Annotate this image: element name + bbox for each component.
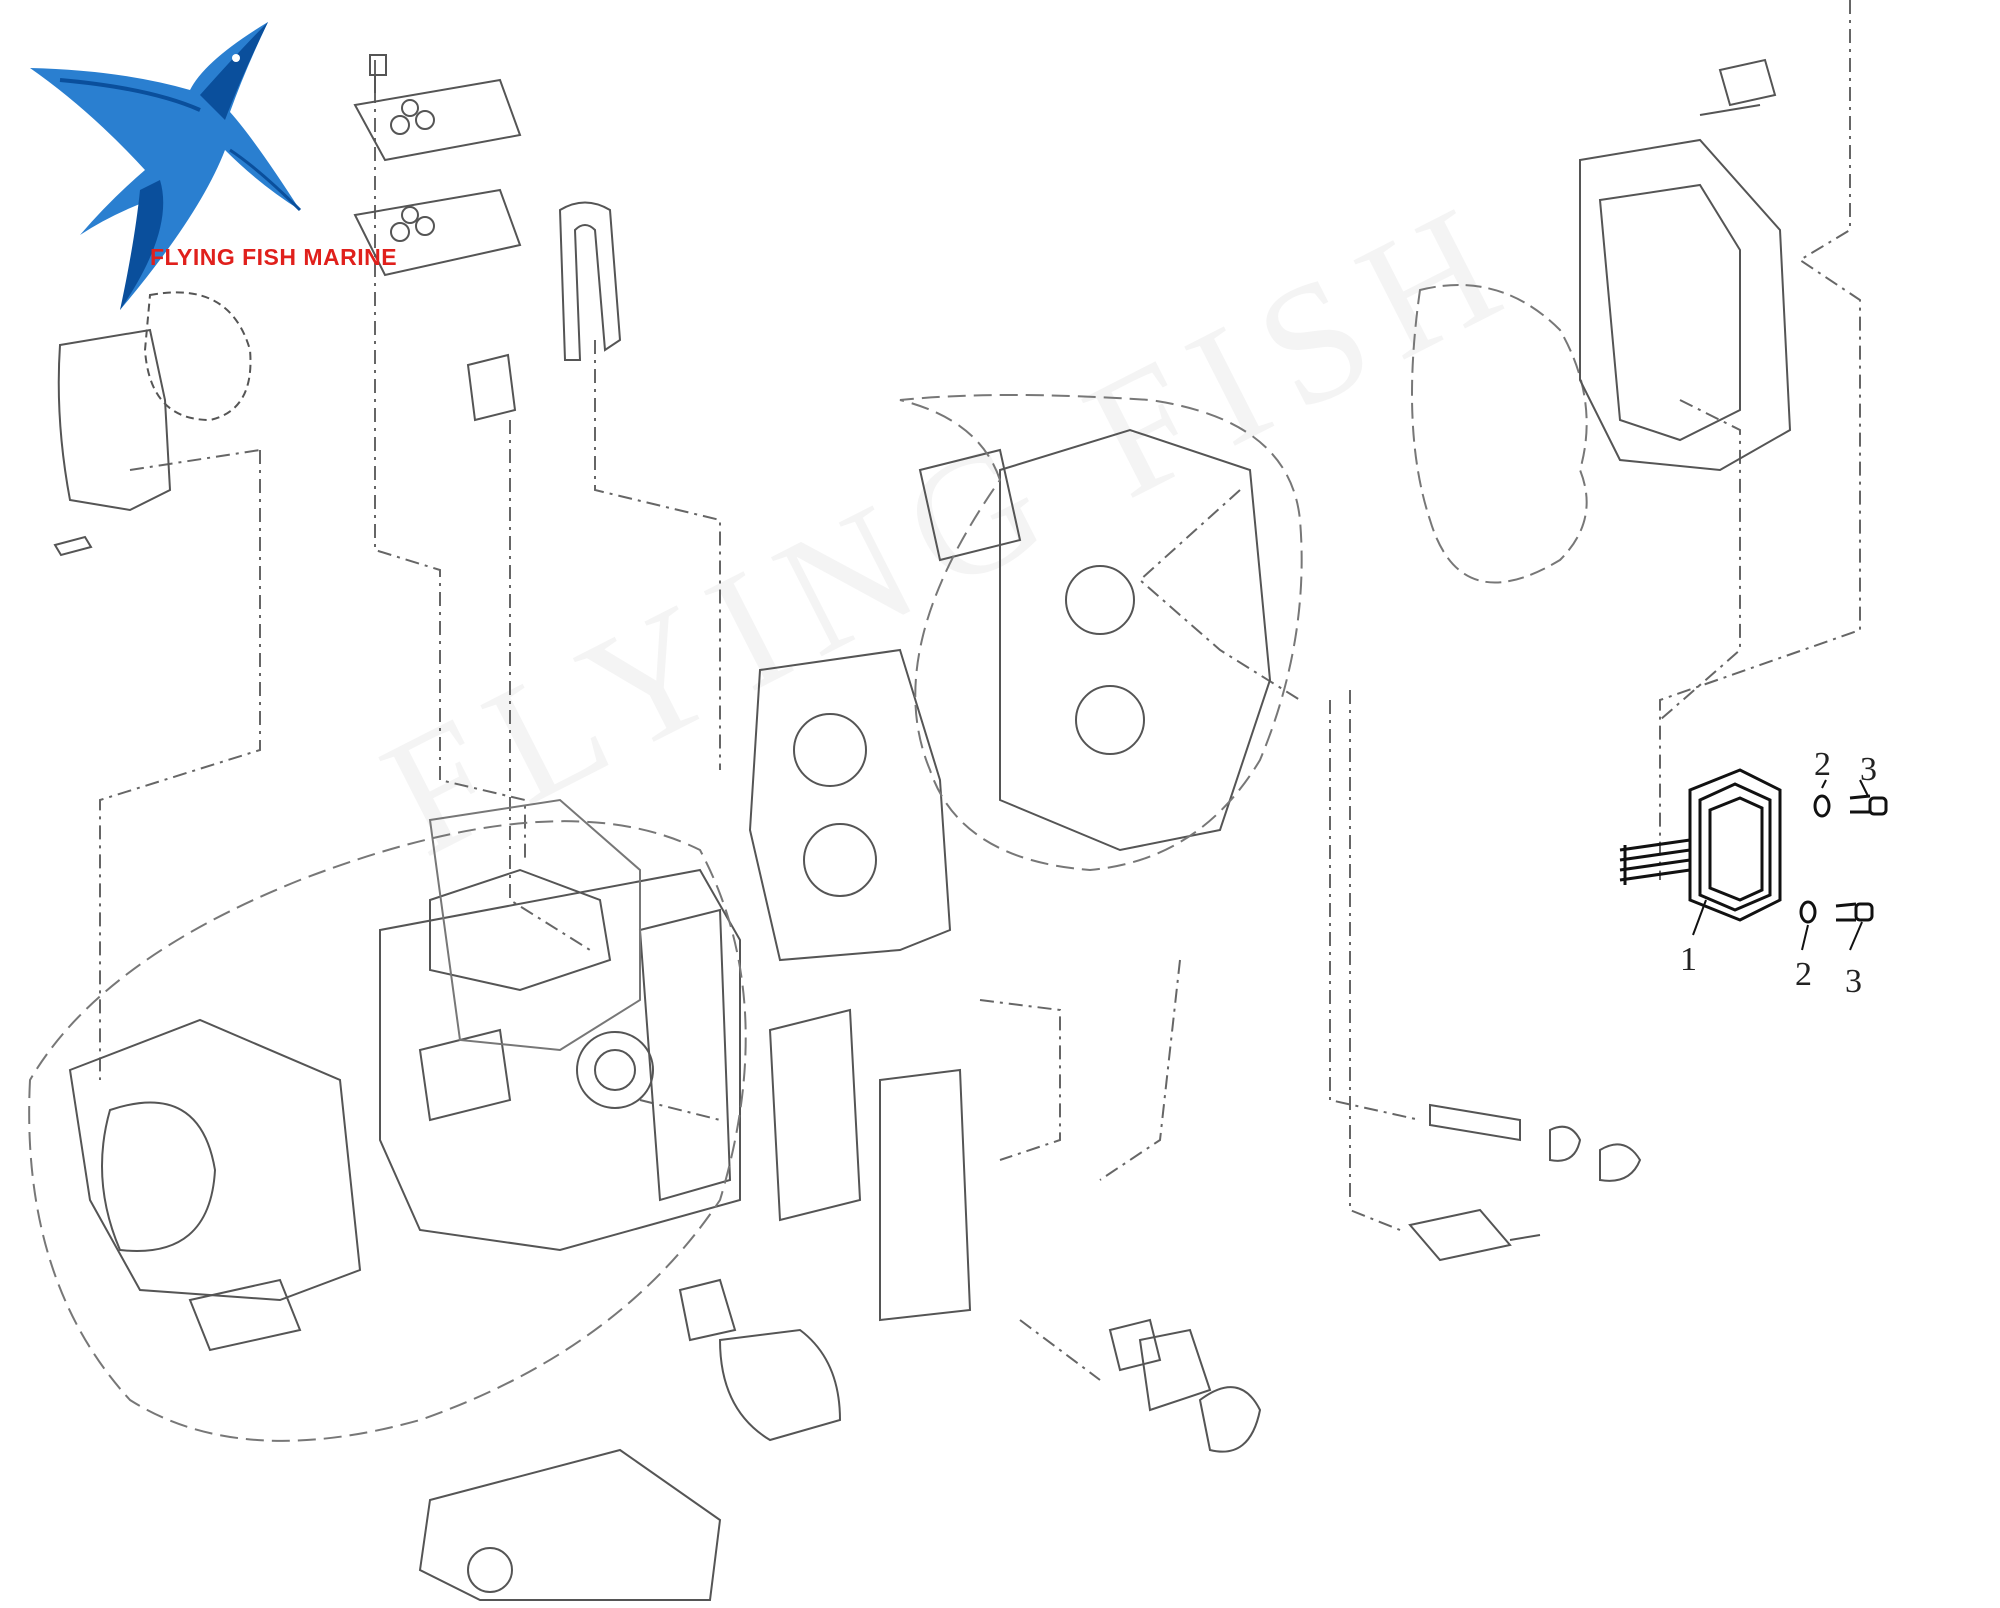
- callout-label: 2: [1795, 956, 1812, 993]
- brand-name: FLYING FISH MARINE: [150, 244, 398, 270]
- callout-label: 2: [1814, 746, 1831, 783]
- parts: [28, 54, 1792, 1601]
- callout-label: 1: [1680, 941, 1697, 978]
- leader-lines: [1692, 779, 1869, 951]
- rectifier-regulator-part: [1619, 768, 1782, 922]
- connector-lines: [99, 0, 1861, 1381]
- callout-label: 3: [1860, 751, 1877, 788]
- flying-fish-logo: [30, 22, 302, 310]
- callout-label: 3: [1845, 963, 1862, 1000]
- washer-and-screw-parts: [1799, 794, 1888, 924]
